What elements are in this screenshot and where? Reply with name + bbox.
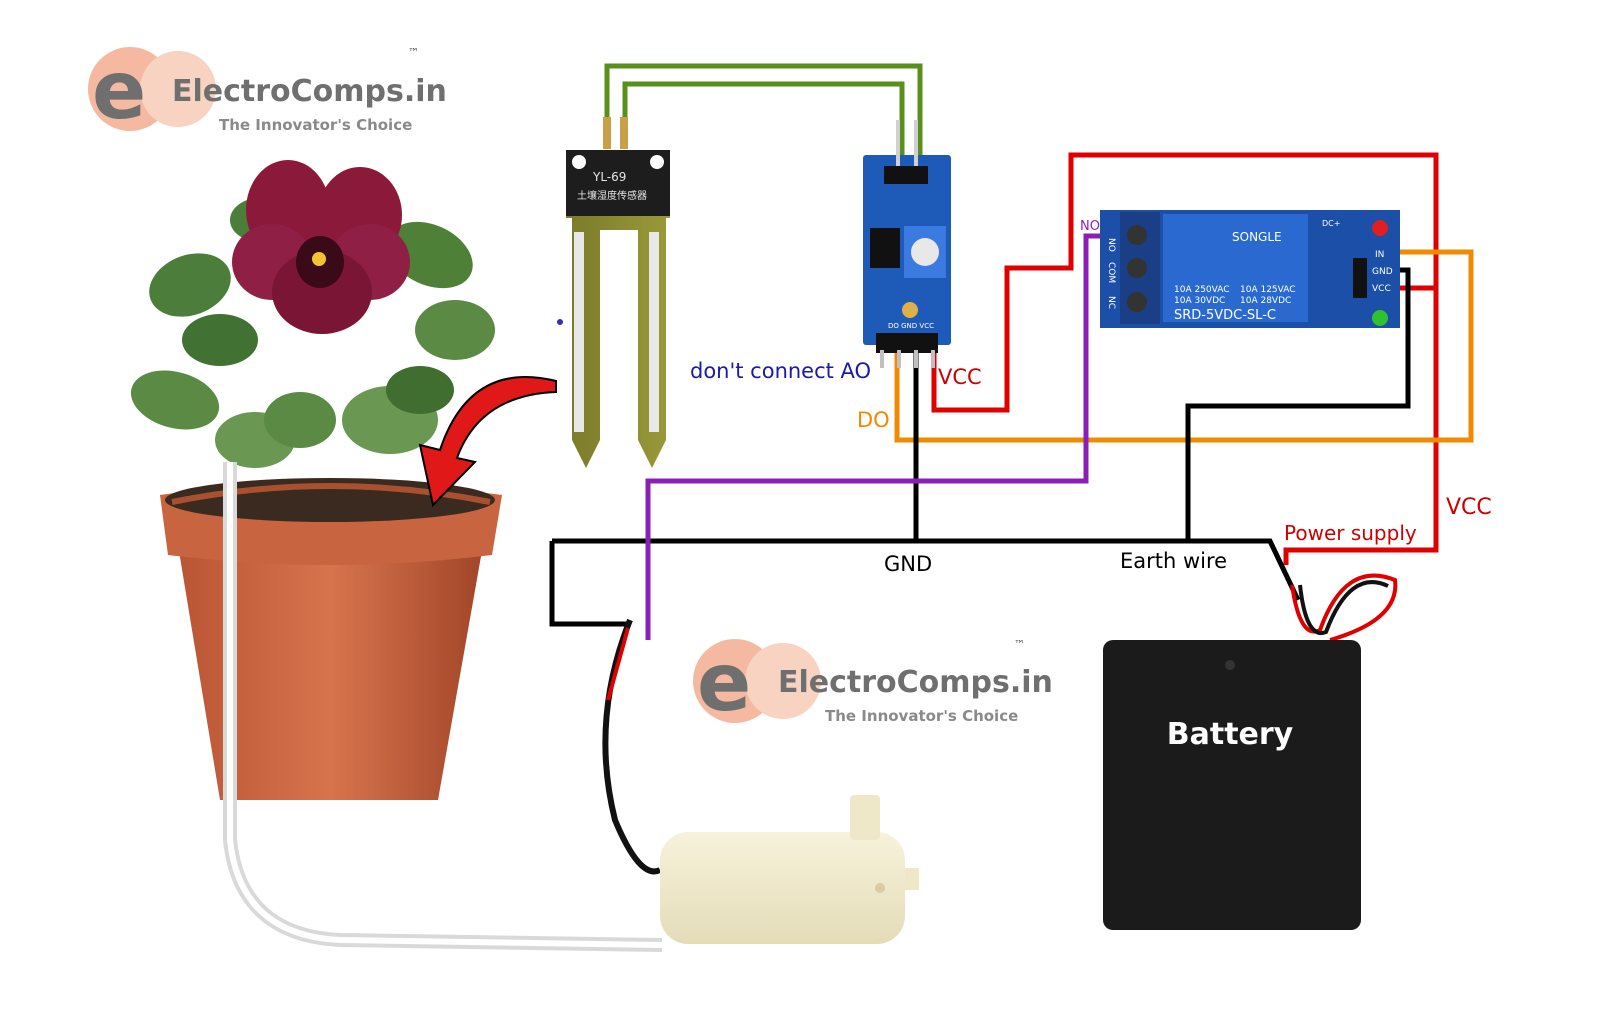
logo-mark-circle-2 [140,51,216,127]
relay-module: SONGLE 10A 250VAC 10A 125VAC 10A 30VDC 1… [1100,210,1400,328]
red-arrow-icon [418,376,557,508]
logo-center-tagline: The Innovator's Choice [825,707,1018,725]
logo-brand: ElectroComps.in [172,74,447,109]
black-wire-pump [549,541,628,627]
relay-pin-nc: NC [1106,296,1116,309]
probe-model: YL-69 [592,170,626,184]
black-wires [549,267,1411,627]
relay-brand: SONGLE [1232,230,1282,244]
flower-pot [160,478,502,800]
red-wire-power [1283,285,1439,565]
relay-pin-vcc: VCC [1372,284,1391,294]
relay-rating-2: 10A 125VAC [1240,285,1296,295]
green-wire-1 [604,63,923,160]
logo-tagline: The Innovator's Choice [219,116,412,134]
diagram-labels: NO don't connect AO VCC DO GND Earth wir… [690,219,1492,576]
label-no: NO [1080,219,1100,234]
relay-pin-in: IN [1375,250,1384,260]
sensor-pin-labels: DO GND VCC [888,322,934,330]
relay-rating-4: 10A 28VDC [1240,296,1291,306]
logo-center-brand: ElectroComps.in [778,665,1053,700]
label-earth-wire: Earth wire [1120,549,1227,573]
label-vcc-right: VCC [1446,495,1492,520]
label-power-supply: Power supply [1284,521,1417,545]
relay-model: SRD-5VDC-SL-C [1174,308,1276,323]
water-pump [602,618,919,944]
logo-center: e ElectroComps.in The Innovator's Choice… [693,636,1053,729]
probe-chinese-text: 土壤湿度传感器 [577,189,647,202]
red-wire-vcc-sensor [931,152,1439,413]
logo-center-mark-letter: e [697,636,751,729]
relay-led-label: DC+ [1322,219,1340,228]
black-wire-relay-gnd [1185,267,1411,541]
label-vcc-sensor: VCC [938,365,982,389]
relay-rating-3: 10A 30VDC [1174,296,1225,306]
purple-no-wire [645,233,1100,640]
pansy-flower [232,160,410,334]
green-wires [604,63,923,160]
battery-box: Battery [1103,573,1398,930]
logo-tm: ™ [408,46,419,59]
red-wires [931,152,1439,565]
sensor-module: DO GND VCC [863,120,951,368]
label-dont-connect-ao: don't connect AO [690,359,871,383]
label-gnd: GND [884,552,932,576]
orange-do-wire [894,249,1474,443]
relay-pin-com: COM [1106,262,1116,283]
black-wire-gnd-bus [552,538,1301,602]
green-wire-2 [622,81,905,160]
logo-center-tm: ™ [1014,638,1025,651]
relay-pin-no: NO [1106,238,1116,252]
battery-label: Battery [1167,717,1294,752]
logo-center-mark-circle-2 [745,643,821,719]
soil-moisture-probe: YL-69 土壤湿度传感器 [557,117,670,468]
relay-rating-1: 10A 250VAC [1174,285,1230,295]
logo-top: e ElectroComps.in The Innovator's Choice… [88,44,447,137]
label-do: DO [857,408,890,432]
relay-pin-gnd: GND [1372,267,1393,277]
logo-mark-letter: e [92,44,146,137]
